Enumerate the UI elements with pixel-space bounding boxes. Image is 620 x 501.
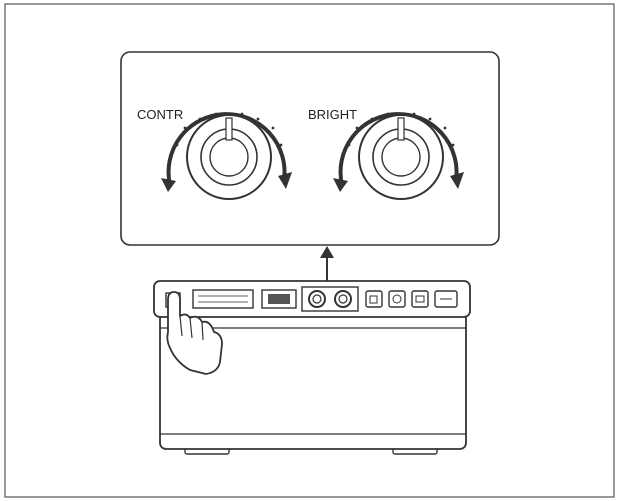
printer-device	[153, 280, 471, 455]
contrast-dial-dots	[175, 112, 283, 147]
hand-pointer-icon	[166, 291, 223, 375]
tray-slot-window	[268, 294, 290, 304]
brightness-rotate-arrow	[338, 112, 459, 186]
contrast-rotate-arrow	[166, 112, 287, 186]
contrast-knob-enlarged: CONTR	[137, 107, 292, 200]
brightness-arrowhead-right	[450, 172, 464, 189]
display-panel	[192, 289, 254, 309]
contrast-knob-cap	[209, 137, 249, 177]
brightness-knob-indicator	[397, 117, 405, 141]
outer-frame	[4, 3, 615, 498]
contrast-label: CONTR	[137, 107, 183, 122]
brightness-arrowhead-left	[333, 178, 348, 192]
brightness-dial-dots	[347, 112, 455, 147]
feed-button	[365, 290, 383, 308]
contrast-knob-indicator	[225, 117, 233, 141]
brightness-knob-enlarged: BRIGHT	[308, 107, 464, 200]
contrast-arrowhead-right	[278, 172, 292, 189]
brightness-knob-cap	[381, 137, 421, 177]
print-button	[388, 290, 406, 308]
contrast-arrowhead-left	[161, 178, 176, 192]
brightness-label: BRIGHT	[308, 107, 357, 122]
copy-button	[411, 290, 429, 308]
